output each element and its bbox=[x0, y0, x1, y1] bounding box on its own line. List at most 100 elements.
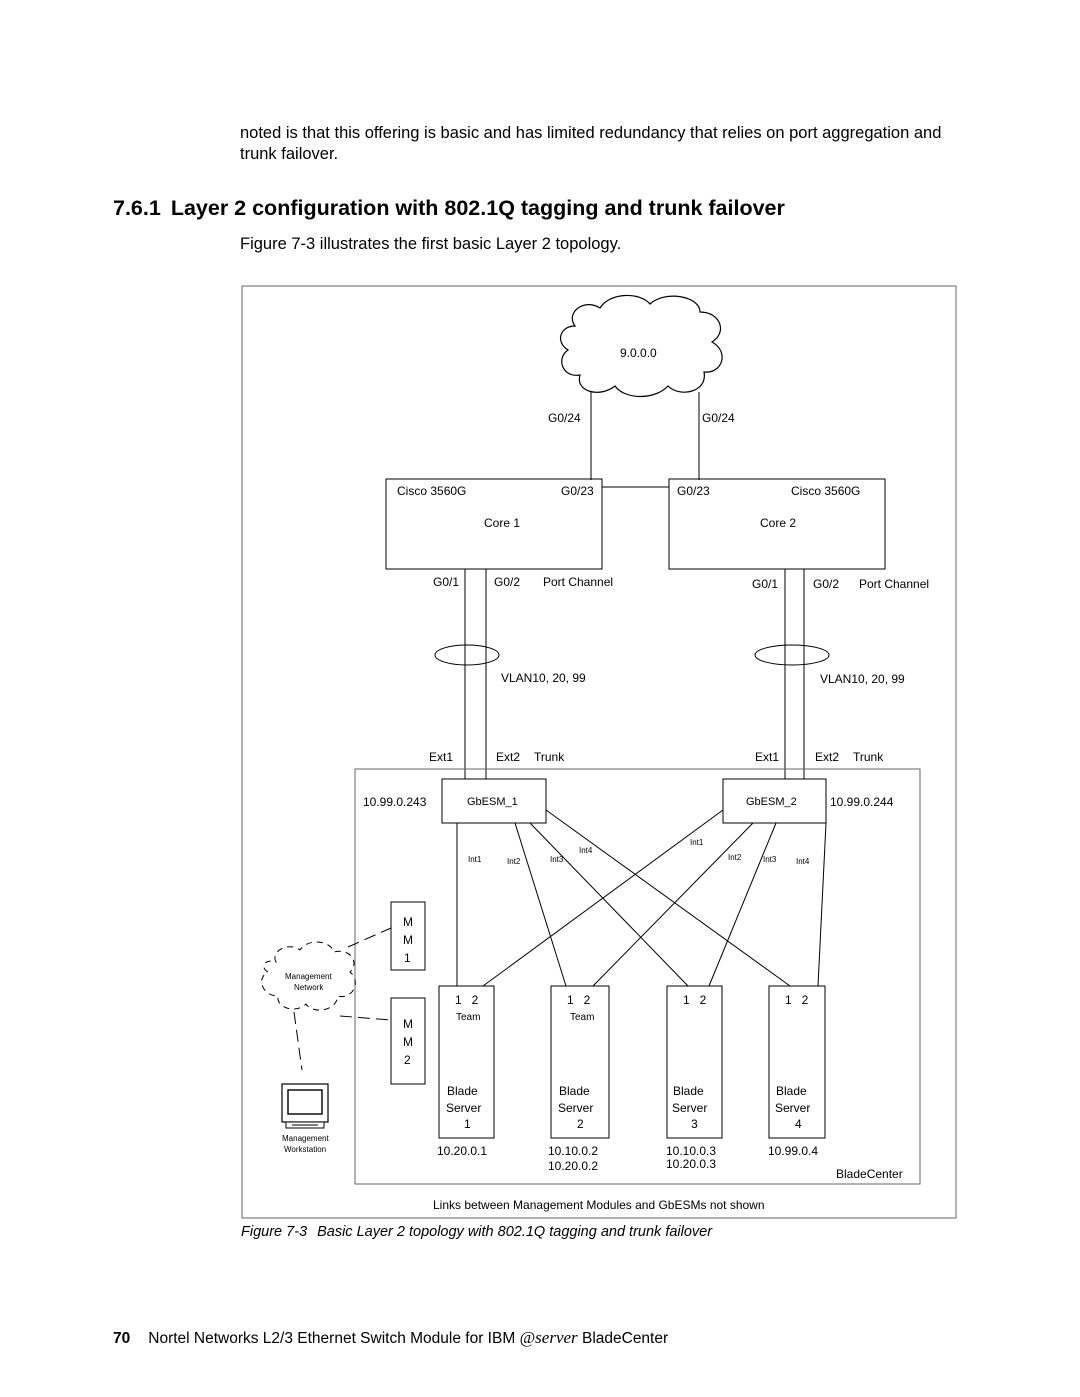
internet-cloud-icon bbox=[559, 294, 723, 397]
core1-port2: G0/2 bbox=[494, 575, 520, 589]
esm2-int2-link bbox=[592, 822, 754, 987]
blade1-ports: 1 2 bbox=[455, 993, 479, 1007]
section-title: Layer 2 configuration with 802.1Q taggin… bbox=[170, 196, 785, 220]
blade4-line1: Blade bbox=[776, 1084, 807, 1098]
mgmt-workstation-label-2: Workstation bbox=[284, 1145, 326, 1154]
blade3-line2: Server bbox=[672, 1101, 707, 1115]
vlan-label-left: VLAN10, 20, 99 bbox=[501, 671, 586, 685]
core1-model: Cisco 3560G bbox=[397, 484, 466, 498]
core1-name: Core 1 bbox=[484, 516, 520, 530]
page-number: 70 bbox=[113, 1330, 131, 1347]
mgmt-network-label-2: Network bbox=[294, 983, 324, 992]
core2-model: Cisco 3560G bbox=[791, 484, 860, 498]
mgmt-workstation-label-1: Management bbox=[282, 1134, 329, 1143]
blade-server-1 bbox=[438, 985, 495, 1139]
blade2-ports: 1 2 bbox=[567, 993, 591, 1007]
esm2-ext1: Ext1 bbox=[755, 750, 779, 764]
blade1-team: Team bbox=[456, 1012, 480, 1023]
esm2-int3-label: Int3 bbox=[763, 855, 777, 864]
core2-switch-box bbox=[668, 478, 886, 570]
esm1-name: GbESM_1 bbox=[467, 796, 518, 808]
figure-frame bbox=[241, 285, 957, 1219]
blade2-num: 2 bbox=[577, 1117, 584, 1131]
mgmt-network-label-1: Management bbox=[285, 972, 332, 981]
esm2-switch-box bbox=[722, 778, 827, 824]
figure-caption-text: Basic Layer 2 topology with 802.1Q taggi… bbox=[317, 1224, 713, 1240]
core1-switch-box bbox=[385, 478, 603, 570]
esm1-trunk: Trunk bbox=[534, 750, 565, 764]
footer-text-after: BladeCenter bbox=[577, 1330, 669, 1347]
esm2-int4-link bbox=[817, 822, 827, 987]
esm2-int1-label: Int1 bbox=[690, 838, 704, 847]
eserver-logo-text: @server bbox=[519, 1328, 578, 1347]
blade2-ip2: 10.20.0.2 bbox=[548, 1159, 598, 1173]
mm1-box bbox=[390, 901, 426, 971]
esm1-int3-label: Int3 bbox=[550, 855, 564, 864]
esm1-ip: 10.99.0.243 bbox=[363, 795, 427, 809]
core1-port1: G0/1 bbox=[433, 575, 459, 589]
esm2-ext2: Ext2 bbox=[815, 750, 839, 764]
blade1-ip1: 10.20.0.1 bbox=[437, 1144, 487, 1158]
core2-isl-port: G0/23 bbox=[677, 484, 710, 498]
blade3-line1: Blade bbox=[673, 1084, 704, 1098]
mm2-dashed-link bbox=[339, 1015, 392, 1021]
esm2-int3-link bbox=[708, 822, 777, 987]
core2-name: Core 2 bbox=[760, 516, 796, 530]
management-workstation-icon bbox=[281, 1083, 329, 1129]
port-channel-ellipse-right bbox=[754, 644, 830, 666]
blade4-line2: Server bbox=[775, 1101, 810, 1115]
blade-server-3 bbox=[666, 985, 723, 1139]
blade2-team: Team bbox=[570, 1012, 594, 1023]
blade4-ip1: 10.99.0.4 bbox=[768, 1144, 818, 1158]
blade4-ports: 1 2 bbox=[785, 993, 809, 1007]
blade3-ip2: 10.20.0.3 bbox=[666, 1157, 716, 1171]
uplink-port-left: G0/24 bbox=[548, 411, 581, 425]
esm1-int3-link bbox=[529, 822, 689, 987]
mm1-line3: 1 bbox=[404, 951, 411, 965]
mm2-line2: M bbox=[403, 1035, 413, 1049]
mm1-line1: M bbox=[403, 915, 413, 929]
esm1-int2-link bbox=[514, 822, 567, 987]
esm1-switch-box bbox=[441, 778, 547, 824]
esm2-ip: 10.99.0.244 bbox=[830, 795, 894, 809]
blade1-num: 1 bbox=[464, 1117, 471, 1131]
blade1-line1: Blade bbox=[447, 1084, 478, 1098]
core2-channel: Port Channel bbox=[859, 577, 929, 591]
blade-server-4 bbox=[768, 985, 826, 1139]
core2-port2: G0/2 bbox=[813, 577, 839, 591]
blade3-ports: 1 2 bbox=[683, 993, 707, 1007]
core1-isl-port: G0/23 bbox=[561, 484, 594, 498]
blade-server-2 bbox=[550, 985, 610, 1139]
esm2-int4-label: Int4 bbox=[796, 857, 810, 866]
esm1-ext1: Ext1 bbox=[429, 750, 453, 764]
cloud-label: 9.0.0.0 bbox=[620, 346, 657, 360]
blade1-line2: Server bbox=[446, 1101, 481, 1115]
esm1-int4-label: Int4 bbox=[579, 846, 593, 855]
port-channel-ellipse-left bbox=[434, 644, 500, 666]
section-heading: 7.6.1 Layer 2 configuration with 802.1Q t… bbox=[113, 196, 785, 221]
esm1-int2-label: Int2 bbox=[507, 857, 521, 866]
management-network-cloud-icon bbox=[261, 941, 356, 1011]
core2-port1: G0/1 bbox=[752, 577, 778, 591]
intro-paragraph: noted is that this offering is basic and… bbox=[240, 124, 942, 163]
esm1-int1-label: Int1 bbox=[468, 855, 482, 864]
blade2-line1: Blade bbox=[559, 1084, 590, 1098]
blade3-num: 3 bbox=[691, 1117, 698, 1131]
section-number: 7.6.1 bbox=[113, 196, 161, 220]
mm2-line1: M bbox=[403, 1017, 413, 1031]
blade3-ip1: 10.10.0.3 bbox=[666, 1144, 716, 1158]
figure-reference-text: Figure 7-3 illustrates the first basic L… bbox=[240, 235, 622, 253]
bladecenter-label: BladeCenter bbox=[836, 1167, 903, 1181]
vlan-label-right: VLAN10, 20, 99 bbox=[820, 672, 905, 686]
esm1-int4-link bbox=[545, 809, 791, 987]
esm2-trunk: Trunk bbox=[853, 750, 884, 764]
diagram-note: Links between Management Modules and GbE… bbox=[433, 1198, 765, 1212]
esm1-ext2: Ext2 bbox=[496, 750, 520, 764]
bladecenter-enclosure bbox=[354, 768, 921, 1185]
footer-text-before: Nortel Networks L2/3 Ethernet Switch Mod… bbox=[148, 1330, 520, 1347]
mm2-line3: 2 bbox=[404, 1053, 411, 1067]
blade2-line2: Server bbox=[558, 1101, 593, 1115]
mm1-dashed-link bbox=[347, 927, 392, 948]
